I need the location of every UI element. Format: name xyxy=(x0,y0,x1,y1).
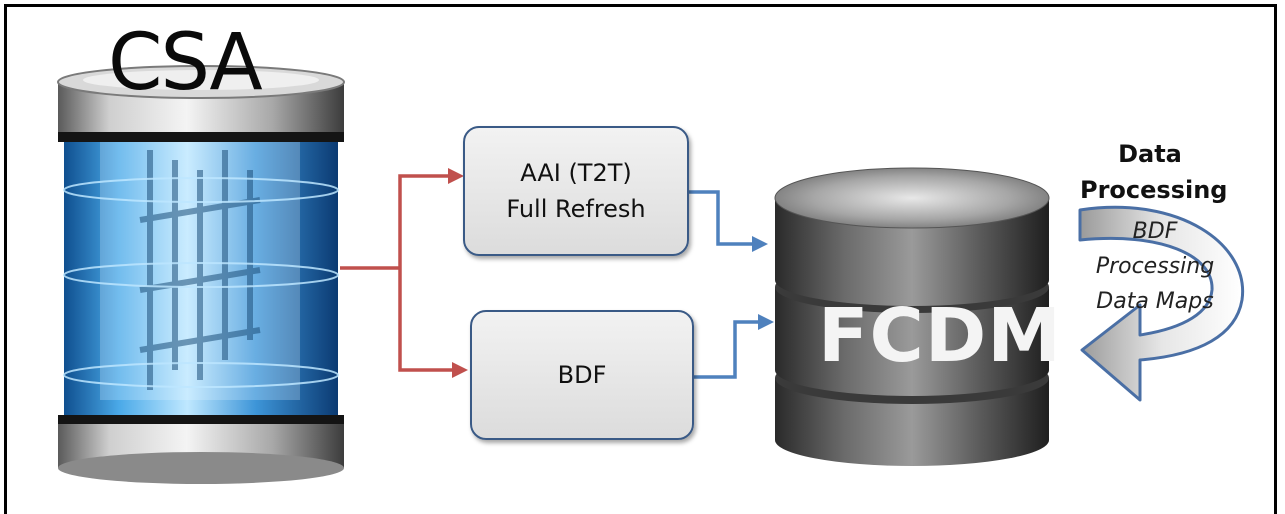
fcdm-label: FCDM xyxy=(818,293,1062,379)
bdf-box-label: BDF xyxy=(557,361,607,389)
aai-box-line2: Full Refresh xyxy=(506,195,646,223)
data-processing-title: Data Processing xyxy=(1080,136,1228,208)
arrow-head-bdf-to-fcdm xyxy=(758,314,774,330)
arrow-head-to-bdf xyxy=(452,362,468,378)
arrow-aai-to-fcdm xyxy=(689,190,752,246)
diagram-frame xyxy=(4,4,1277,514)
aai-full-refresh-box: AAI (T2T) Full Refresh xyxy=(463,126,689,256)
fcdm-database-icon xyxy=(774,167,1050,466)
processing-item-bdf: BDF xyxy=(1132,219,1178,244)
csa-split-arrows xyxy=(340,174,452,372)
arrow-head-to-aai xyxy=(448,168,464,184)
processing-item-processing: Processing xyxy=(1095,254,1215,279)
cycle-arrow-icon xyxy=(1078,205,1245,402)
data-processing-title-line1: Data xyxy=(1118,140,1182,168)
arrow-to-aai xyxy=(398,174,448,268)
processing-item-data-maps: Data Maps xyxy=(1096,289,1214,314)
bdf-box: BDF xyxy=(470,310,694,440)
data-processing-title-line2: Processing xyxy=(1080,176,1228,204)
csa-label: CSA xyxy=(108,18,263,108)
arrow-to-bdf xyxy=(398,268,452,372)
box-to-fcdm-arrows xyxy=(689,190,758,379)
arrow-bdf-to-fcdm xyxy=(694,320,758,379)
processing-items: BDF Processing Data Maps xyxy=(1070,214,1240,319)
aai-box-line1: AAI (T2T) xyxy=(520,159,632,187)
csa-cylinder-icon xyxy=(57,65,345,484)
arrow-head-aai-to-fcdm xyxy=(752,236,768,252)
